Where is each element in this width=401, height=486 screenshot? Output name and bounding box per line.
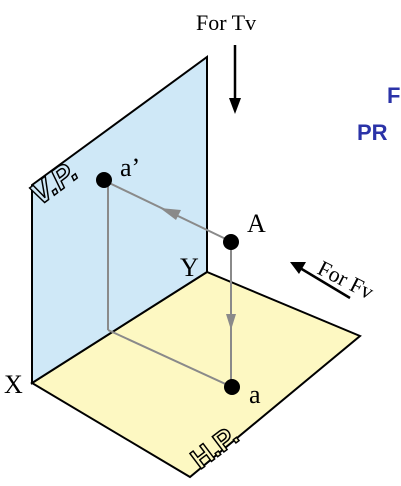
arrow-to-front-projection-icon bbox=[160, 208, 181, 220]
front-view-arrow-left-icon bbox=[290, 262, 306, 274]
front-view-arrow-shaft bbox=[299, 266, 351, 300]
top-view-arrow-down-icon bbox=[229, 98, 241, 114]
front-view-label: For Fv bbox=[314, 255, 378, 304]
point-front-projection-label: a’ bbox=[120, 153, 140, 182]
vertical-plane bbox=[31, 55, 208, 385]
heading-line-2: PR bbox=[357, 120, 388, 145]
point-top-projection-label: a bbox=[249, 380, 261, 409]
arrow-to-top-projection-icon bbox=[226, 314, 236, 330]
axis-y-label: Y bbox=[180, 253, 199, 282]
point-space-label: A bbox=[247, 209, 266, 238]
point-top-projection-dot bbox=[224, 379, 240, 395]
top-view-label: For Tv bbox=[196, 10, 256, 35]
point-front-projection-dot bbox=[96, 172, 112, 188]
projector-top-to-xy bbox=[107, 329, 233, 388]
axis-x-label: X bbox=[4, 370, 23, 399]
point-space-dot bbox=[223, 234, 239, 250]
heading-line-1: F bbox=[387, 83, 400, 108]
